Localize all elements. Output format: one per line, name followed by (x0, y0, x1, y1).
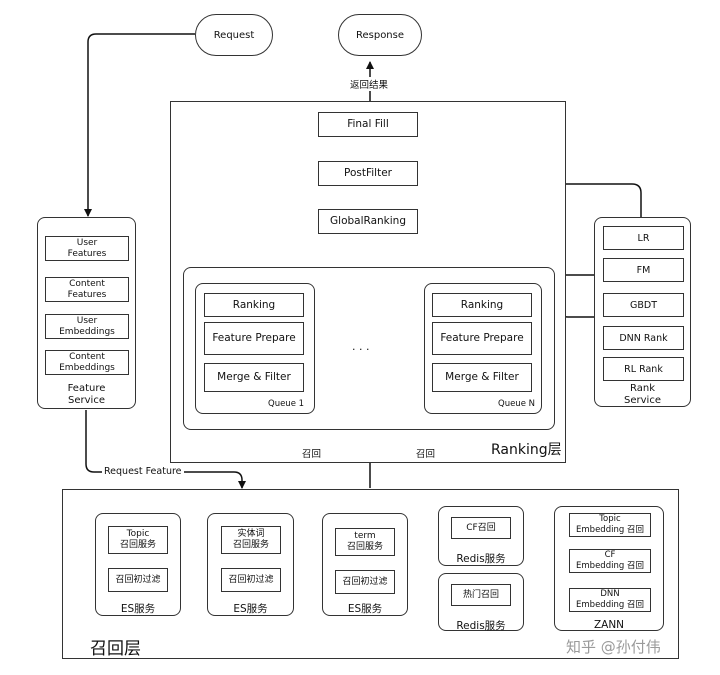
hot-recall-label: 热门召回 (462, 589, 499, 600)
queue1-name: Queue 1 (268, 399, 305, 409)
es2-entity-recall-label: 实体词 召回服务 (232, 529, 269, 550)
fm-label: FM (636, 264, 651, 276)
es1-recall-filter: 召回初过滤 (108, 568, 168, 592)
cf-embedding-recall: CF Embedding 召回 (569, 549, 651, 573)
topic-embedding-recall-label: Topic Embedding 召回 (576, 514, 644, 535)
es3-term-recall-label: term 召回服务 (346, 531, 383, 552)
final-fill-label: Final Fill (347, 118, 389, 130)
cf-recall-label: CF召回 (466, 522, 496, 533)
post-filter-label: PostFilter (344, 167, 392, 179)
rl-rank-box: RL Rank (603, 357, 684, 381)
es2-recall-filter: 召回初过滤 (221, 568, 281, 592)
cf-recall: CF召回 (451, 517, 511, 539)
queueN-merge-filter: Merge & Filter (432, 363, 532, 392)
request-node: Request (195, 14, 273, 56)
redis1-title: Redis服务 (456, 553, 506, 565)
redis2-title: Redis服务 (456, 620, 506, 632)
zann-title: ZANN (593, 619, 625, 631)
queueN-name: Queue N (498, 399, 535, 409)
response-label: Response (355, 29, 405, 41)
es3-title: ES服务 (347, 603, 383, 615)
queue1-merge-filter: Merge & Filter (204, 363, 304, 392)
dnn-embedding-recall-label: DNN Embedding 召回 (576, 589, 644, 610)
user-embeddings-label: User Embeddings (59, 315, 115, 337)
arrow-request-to-feature-service (84, 33, 195, 217)
response-node: Response (338, 14, 422, 56)
hot-recall: 热门召回 (451, 584, 511, 606)
content-embeddings-label: Content Embeddings (59, 351, 115, 373)
topic-embedding-recall: Topic Embedding 召回 (569, 513, 651, 537)
ranking-layer-title: Ranking层 (491, 442, 562, 458)
feature-service-title: Feature Service (67, 383, 106, 406)
es3-recall-filter: 召回初过滤 (335, 570, 395, 594)
content-features-box: Content Features (45, 277, 129, 302)
es3-term-recall: term 召回服务 (335, 528, 395, 556)
fm-box: FM (603, 258, 684, 282)
queue1-ranking-label: Ranking (232, 298, 276, 311)
rank-service-title: Rank Service (624, 383, 661, 406)
lr-label: LR (637, 232, 650, 244)
content-features-label: Content Features (67, 278, 107, 300)
es1-recall-filter-label: 召回初过滤 (115, 574, 161, 585)
rl-rank-label: RL Rank (624, 363, 663, 375)
queue-ellipsis: . . . (352, 340, 370, 353)
gbdt-box: GBDT (603, 293, 684, 317)
queueN-merge-filter-label: Merge & Filter (445, 371, 519, 383)
global-ranking-box: GlobalRanking (318, 209, 418, 234)
queueN-feature-prepare: Feature Prepare (432, 322, 532, 355)
queue1-ranking: Ranking (204, 293, 304, 317)
content-embeddings-box: Content Embeddings (45, 350, 129, 375)
es2-entity-recall: 实体词 召回服务 (221, 526, 281, 554)
user-embeddings-box: User Embeddings (45, 314, 129, 339)
final-fill-box: Final Fill (318, 112, 418, 137)
es2-recall-filter-label: 召回初过滤 (228, 574, 274, 585)
dnn-rank-box: DNN Rank (603, 326, 684, 350)
es3-recall-filter-label: 召回初过滤 (342, 576, 388, 587)
dnn-rank-label: DNN Rank (619, 332, 668, 344)
queue1-feature-prepare: Feature Prepare (204, 322, 304, 355)
user-features-box: User Features (45, 236, 129, 261)
recall-layer-title: 召回层 (90, 639, 141, 659)
es1-topic-recall-label: Topic 召回服务 (119, 529, 156, 550)
lr-box: LR (603, 226, 684, 250)
user-features-label: User Features (67, 237, 107, 259)
queueN-feature-prepare-label: Feature Prepare (440, 332, 524, 344)
es1-title: ES服务 (120, 603, 156, 615)
queueN-ranking: Ranking (432, 293, 532, 317)
return-result-label: 返回结果 (348, 77, 391, 91)
gbdt-label: GBDT (630, 299, 657, 311)
queue1-merge-filter-label: Merge & Filter (217, 371, 291, 383)
cf-embedding-recall-label: CF Embedding 召回 (576, 550, 644, 571)
request-label: Request (213, 29, 255, 41)
es2-title: ES服务 (233, 603, 268, 615)
post-filter-box: PostFilter (318, 161, 418, 186)
watermark-text: 知乎 @孙付伟 (566, 638, 661, 656)
es1-topic-recall: Topic 召回服务 (108, 526, 168, 554)
queue1-feature-prepare-label: Feature Prepare (212, 332, 296, 344)
request-feature-label: Request Feature (102, 466, 184, 477)
dnn-embedding-recall: DNN Embedding 召回 (569, 588, 651, 612)
recall-tag-right: 召回 (414, 446, 438, 460)
global-ranking-label: GlobalRanking (330, 215, 406, 227)
recall-tag-left: 召回 (300, 446, 324, 460)
queueN-ranking-label: Ranking (460, 298, 504, 311)
